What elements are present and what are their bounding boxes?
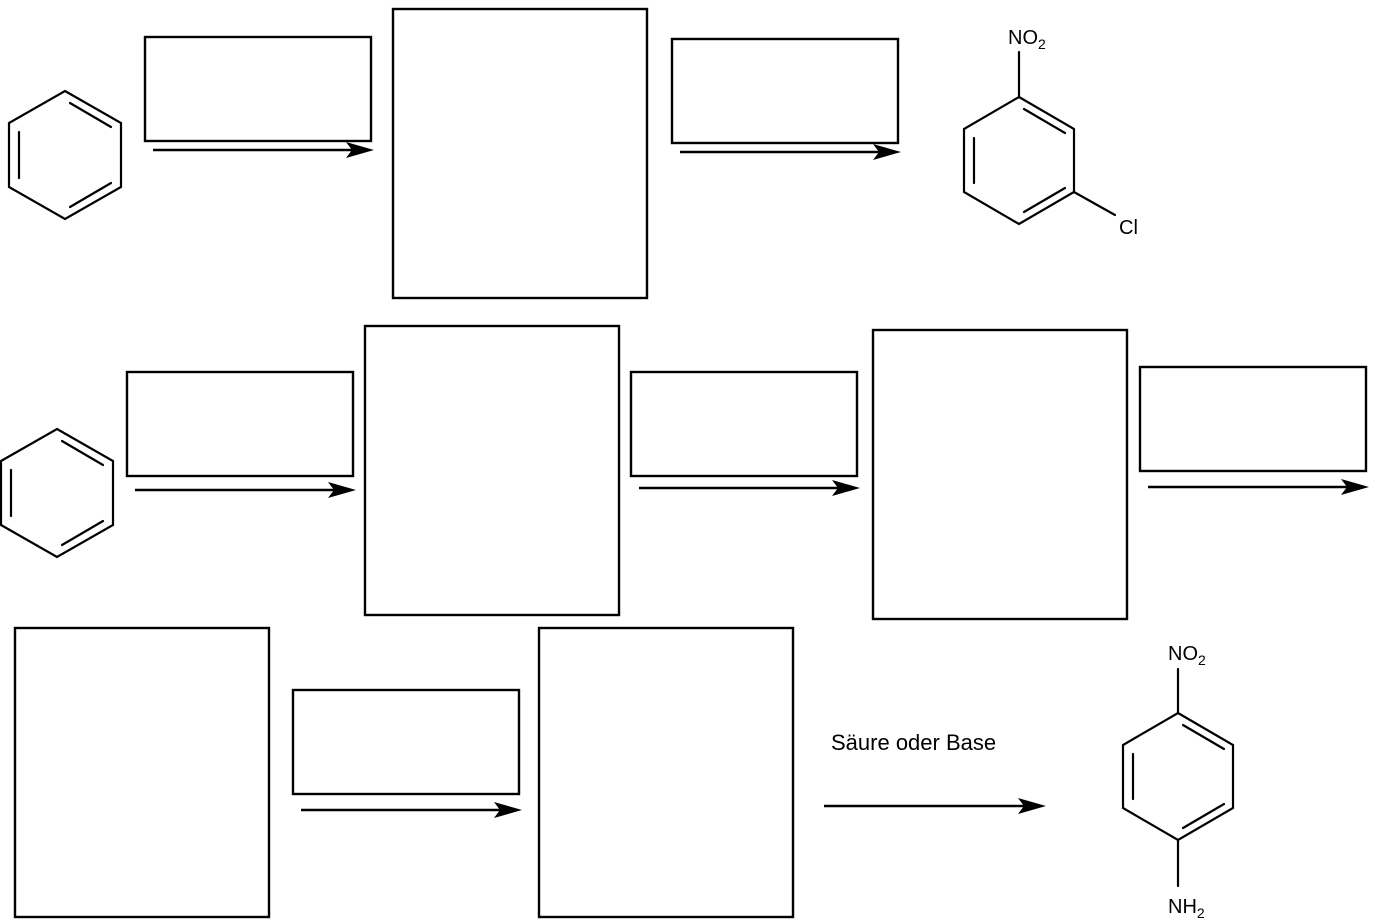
chloro-label: Cl	[1119, 217, 1138, 239]
product-3-chloronitrobenzene: NO2 Cl	[962, 27, 1138, 239]
reagent-box[interactable]	[629, 370, 859, 478]
reagent-box[interactable]	[670, 37, 900, 145]
reagent-box[interactable]	[291, 688, 521, 796]
nitro-label: NO2	[1168, 643, 1206, 668]
reaction-arrow	[1148, 479, 1369, 495]
intermediate-box[interactable]	[391, 7, 649, 300]
intermediate-box[interactable]	[13, 626, 271, 919]
row-1: NO2 Cl	[7, 7, 1138, 300]
nitro-label: NO2	[1008, 27, 1046, 52]
reagent-label: Säure oder Base	[831, 730, 996, 755]
reaction-arrow	[135, 482, 356, 498]
reaction-arrow	[639, 480, 860, 496]
intermediate-box[interactable]	[871, 328, 1129, 621]
row-2	[0, 324, 1369, 621]
intermediate-box[interactable]	[537, 626, 795, 919]
intermediate-box[interactable]	[363, 324, 621, 617]
product-4-nitroaniline: NO2 NH2	[1121, 643, 1235, 921]
benzene-start-row2	[0, 427, 115, 559]
reagent-box[interactable]	[1138, 365, 1368, 473]
reaction-arrow	[301, 802, 522, 818]
reaction-arrow	[824, 798, 1046, 814]
benzene-start-row1	[7, 89, 123, 221]
row-3: Säure oder Base NO2 NH2	[13, 626, 1235, 921]
reaction-arrow	[153, 142, 374, 158]
amino-label: NH2	[1168, 896, 1205, 921]
reaction-arrow	[680, 144, 901, 160]
reagent-box[interactable]	[143, 35, 373, 143]
reagent-box[interactable]	[125, 370, 355, 478]
